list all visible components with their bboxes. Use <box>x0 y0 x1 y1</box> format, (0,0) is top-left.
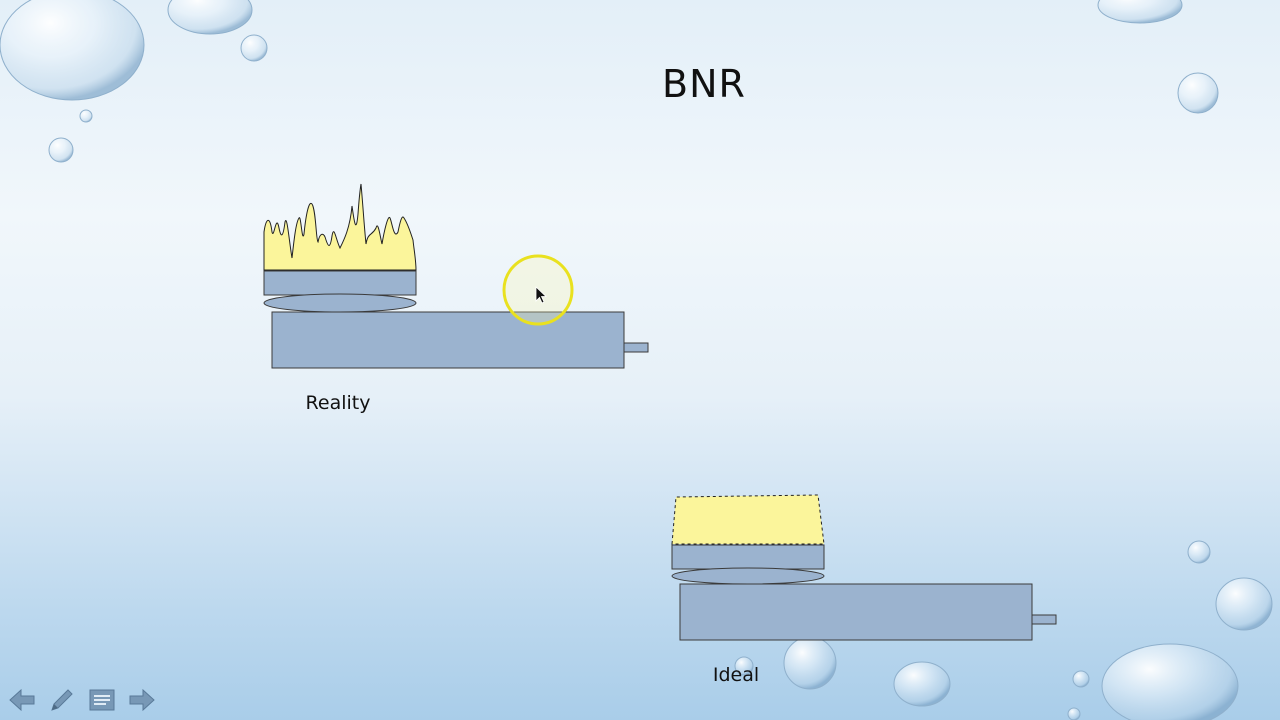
slide-menu-button[interactable] <box>86 684 118 716</box>
side-pin <box>623 342 649 353</box>
previous-slide-button[interactable] <box>6 684 38 716</box>
ideal-label: Ideal <box>712 664 760 686</box>
heater-plate <box>263 270 417 296</box>
ideal-heater-plate <box>671 544 825 570</box>
slideshow-nav <box>6 684 158 716</box>
arrow-left-icon <box>9 688 35 712</box>
cursor-arrow-icon <box>535 286 548 304</box>
reality-label: Reality <box>305 392 371 414</box>
pen-tool-button[interactable] <box>46 684 78 716</box>
ideal-flame-block <box>671 494 825 545</box>
ideal-side-pin <box>1031 614 1057 625</box>
arrow-right-icon <box>129 688 155 712</box>
next-slide-button[interactable] <box>126 684 158 716</box>
pen-icon <box>51 689 73 711</box>
flame-shape <box>263 183 417 271</box>
slide-title: BNR <box>662 62 746 106</box>
notes-icon <box>89 689 115 711</box>
base-block <box>271 311 625 369</box>
ideal-base-block <box>679 583 1033 641</box>
